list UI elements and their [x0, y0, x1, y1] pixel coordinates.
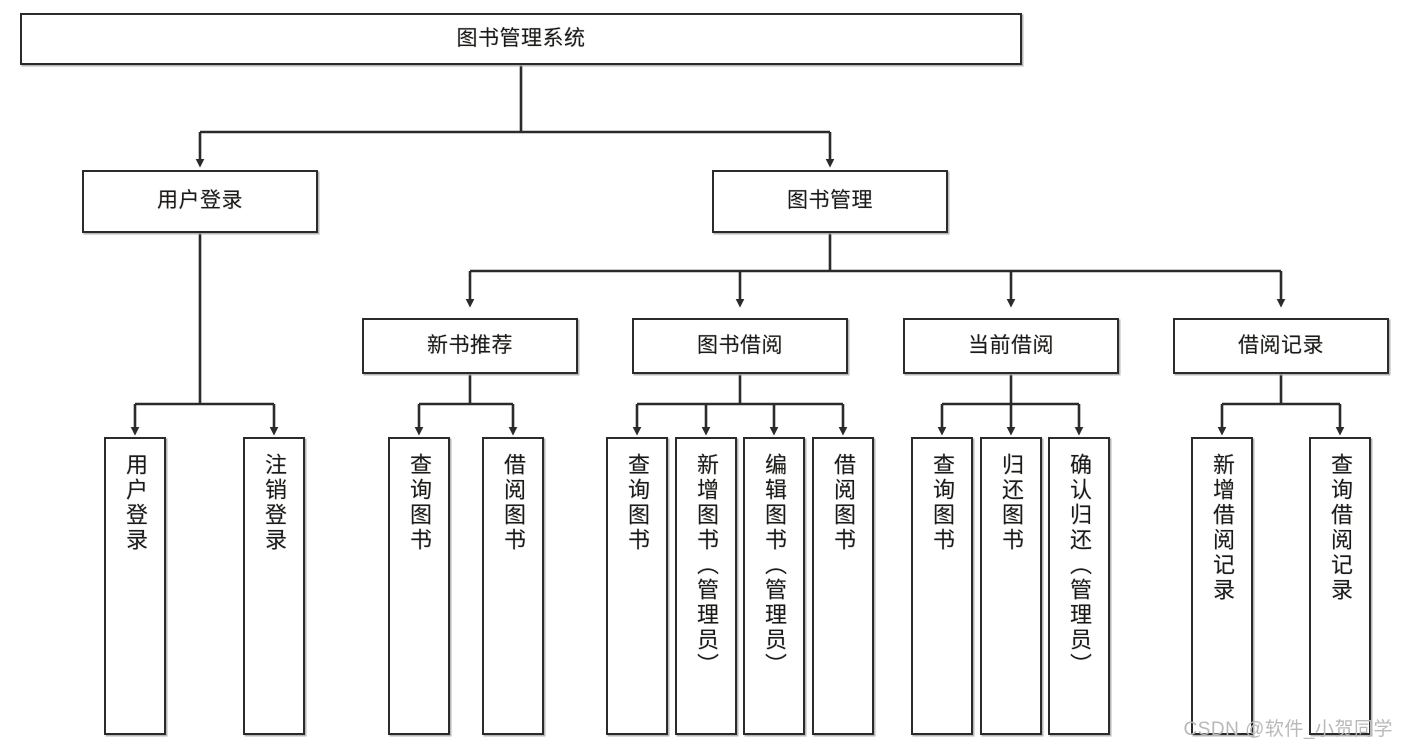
- leaf-return-book[interactable]: 归还图书: [980, 437, 1042, 735]
- leaf-query-borrow-record-label: 查询借阅记录: [1328, 453, 1353, 603]
- node-book-borrow[interactable]: 图书借阅: [632, 318, 848, 374]
- leaf-user-login[interactable]: 用户登录: [104, 437, 166, 735]
- node-new-book-recommend-label: 新书推荐: [427, 333, 513, 357]
- leaf-query-book-3[interactable]: 查询图书: [911, 437, 973, 735]
- node-book-management-label: 图书管理: [787, 189, 873, 213]
- leaf-confirm-return-admin-label: 确认归还（管理员）: [1067, 453, 1092, 678]
- leaf-logout-label: 注销登录: [262, 453, 287, 553]
- leaf-add-book-admin-label: 新增图书（管理员）: [694, 453, 719, 678]
- leaf-borrow-book-2[interactable]: 借阅图书: [812, 437, 874, 735]
- node-new-book-recommend[interactable]: 新书推荐: [362, 318, 578, 374]
- node-current-borrow[interactable]: 当前借阅: [903, 318, 1119, 374]
- node-user-login-label: 用户登录: [157, 189, 243, 213]
- leaf-query-book-1-label: 查询图书: [407, 453, 432, 553]
- leaf-confirm-return-admin[interactable]: 确认归还（管理员）: [1048, 437, 1110, 735]
- leaf-add-book-admin[interactable]: 新增图书（管理员）: [675, 437, 737, 735]
- leaf-borrow-book-1-label: 借阅图书: [501, 453, 526, 553]
- leaf-query-borrow-record[interactable]: 查询借阅记录: [1309, 437, 1371, 735]
- leaf-query-book-3-label: 查询图书: [930, 453, 955, 553]
- leaf-edit-book-admin-label: 编辑图书（管理员）: [762, 453, 787, 678]
- leaf-query-book-2-label: 查询图书: [625, 453, 650, 553]
- node-user-login[interactable]: 用户登录: [82, 170, 318, 233]
- node-borrow-records[interactable]: 借阅记录: [1173, 318, 1389, 374]
- node-root[interactable]: 图书管理系统: [20, 13, 1022, 65]
- leaf-query-book-2[interactable]: 查询图书: [606, 437, 668, 735]
- node-root-label: 图书管理系统: [456, 26, 586, 50]
- leaf-query-book-1[interactable]: 查询图书: [388, 437, 450, 735]
- leaf-logout[interactable]: 注销登录: [243, 437, 305, 735]
- leaf-return-book-label: 归还图书: [999, 453, 1024, 553]
- leaf-borrow-book-1[interactable]: 借阅图书: [482, 437, 544, 735]
- node-borrow-records-label: 借阅记录: [1238, 333, 1324, 357]
- leaf-user-login-label: 用户登录: [123, 453, 148, 553]
- leaf-add-borrow-record[interactable]: 新增借阅记录: [1191, 437, 1253, 735]
- node-current-borrow-label: 当前借阅: [968, 333, 1054, 357]
- node-book-management[interactable]: 图书管理: [712, 170, 948, 233]
- leaf-borrow-book-2-label: 借阅图书: [831, 453, 856, 553]
- leaf-edit-book-admin[interactable]: 编辑图书（管理员）: [743, 437, 805, 735]
- node-book-borrow-label: 图书借阅: [697, 333, 783, 357]
- leaf-add-borrow-record-label: 新增借阅记录: [1210, 453, 1235, 603]
